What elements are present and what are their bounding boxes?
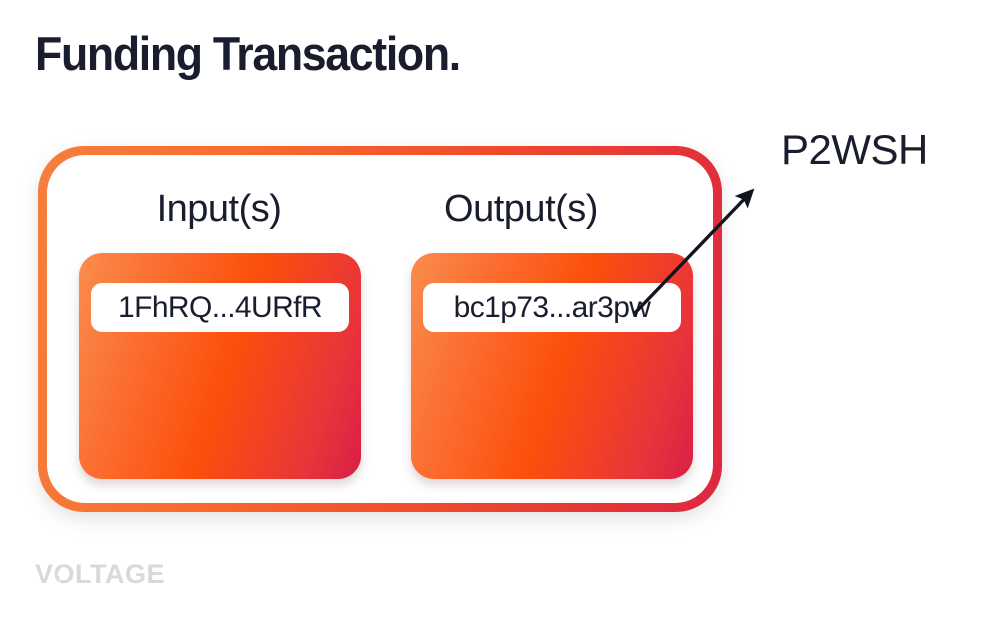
transaction-container: Input(s) 1FhRQ...4URfR Output(s) bc1p73.… [38,146,722,512]
input-card[interactable]: 1FhRQ...4URfR [79,253,361,479]
input-address-text: 1FhRQ...4URfR [118,290,323,324]
watermark-brand-text: VOLTAGE [35,559,165,589]
output-address-text: bc1p73...ar3pw [453,290,651,324]
output-card[interactable]: bc1p73...ar3pw [411,253,693,479]
output-address-pill[interactable]: bc1p73...ar3pw [423,283,681,332]
input-column-heading: Input(s) [156,188,282,230]
page-title: Funding Transaction. [35,27,461,80]
input-address-pill[interactable]: 1FhRQ...4URfR [91,283,349,332]
watermark-logo: VOLTAGE [35,561,165,588]
output-column-heading: Output(s) [444,188,598,230]
lightning-bolt-icon [56,566,65,583]
annotation-label-p2wsh: P2WSH [781,126,928,173]
transaction-container-inner: Input(s) 1FhRQ...4URfR Output(s) bc1p73.… [47,155,713,503]
